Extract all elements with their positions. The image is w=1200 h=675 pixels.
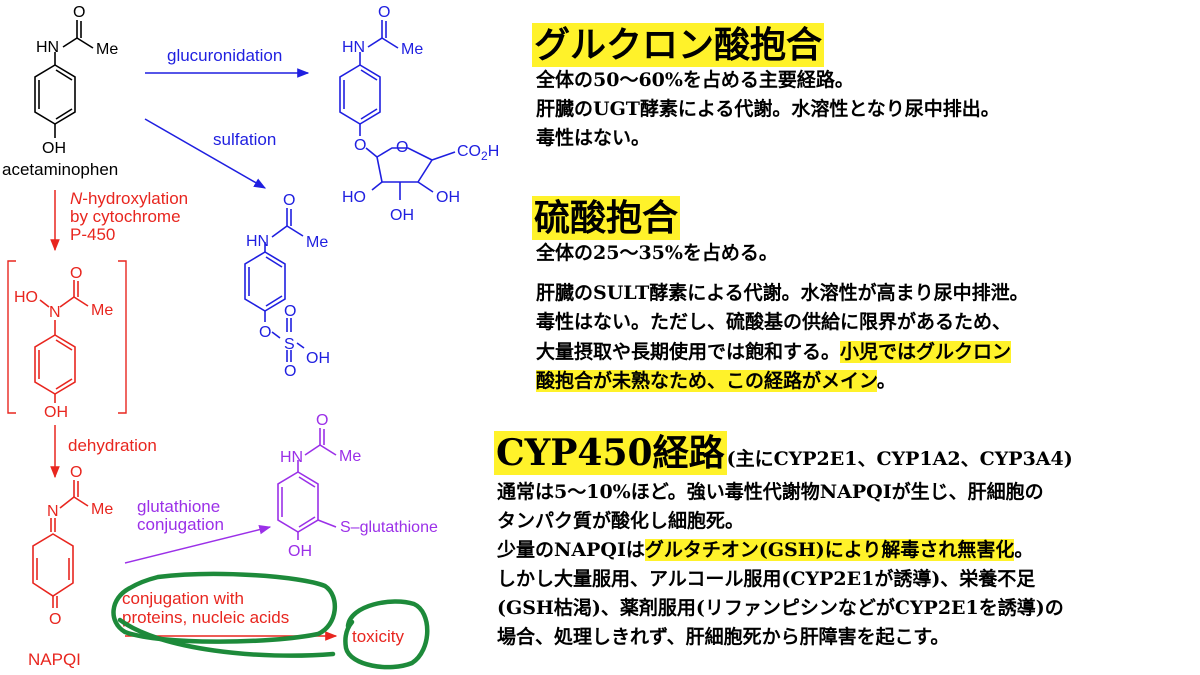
- dehydration-label: dehydration: [68, 436, 157, 455]
- gsh-conjugate-s: S–glutathione: [340, 519, 438, 536]
- sulfate-o-top: O: [283, 192, 295, 209]
- glutathione-arrow: [124, 524, 272, 564]
- glucuronide-o-ring: O: [396, 139, 408, 156]
- sulfation-heading: 硫酸抱合: [532, 196, 681, 240]
- sulfation-label: sulfation: [213, 130, 276, 149]
- cyp450-line-3: 少量のNAPQIはグルタチオン(GSH)により解毒され無害化。: [497, 539, 1034, 561]
- cyp450-highlight: グルタチオン(GSH)により解毒され無害化: [644, 539, 1015, 561]
- acetaminophen-hn: HN: [36, 39, 59, 56]
- napqi-o-bottom: O: [49, 611, 61, 628]
- cyp450-heading-row: CYP450経路(主にCYP2E1、CYP1A2、CYP3A4): [494, 431, 1073, 481]
- sulfate-oh: OH: [306, 350, 330, 367]
- acetaminophen-structure: [34, 20, 94, 138]
- intermediate-me: Me: [91, 302, 113, 319]
- sulfation-arrow: [144, 118, 267, 189]
- intermediate-ho: HO: [14, 289, 38, 306]
- gsh-conjugate-oh: OH: [288, 543, 312, 560]
- napqi-o-top: O: [70, 464, 82, 481]
- toxicity-label: toxicity: [352, 627, 404, 646]
- n-hydroxy-intermediate: [34, 280, 89, 403]
- green-annotation-circles: [111, 571, 430, 670]
- sulfate-o-s1: O: [284, 303, 296, 320]
- gsh-conjugate-o: O: [316, 412, 328, 429]
- acetaminophen-o: O: [73, 4, 85, 21]
- acetaminophen-me: Me: [96, 41, 118, 58]
- napqi-n: N: [47, 503, 59, 520]
- glucuronidation-line-1: 全体の50〜60%を占める主要経路。: [536, 69, 854, 91]
- gsh-conjugate-structure: [277, 428, 337, 540]
- cyp450-heading-sub: (主にCYP2E1、CYP1A2、CYP3A4): [726, 448, 1073, 470]
- glucuronidation-label: glucuronidation: [167, 46, 282, 65]
- glucuronidation-heading: グルクロン酸抱合: [532, 23, 825, 67]
- sulfate-o-link: O: [259, 324, 271, 341]
- sulfation-highlight-2: 酸抱合が未熟なため、この経路がメイン: [536, 370, 877, 392]
- acetaminophen-label: acetaminophen: [2, 160, 118, 179]
- cyp450-line-2: タンパク質が酸化し細胞死。: [497, 510, 745, 532]
- glucuronidation-line-3: 毒性はない。: [536, 127, 651, 149]
- glucuronide-structure: [339, 20, 456, 200]
- gsh-conjugate-me: Me: [339, 448, 361, 465]
- acetaminophen-oh: OH: [42, 140, 66, 157]
- sulfate-structure: [244, 208, 305, 362]
- sulfate-s: S: [284, 336, 295, 353]
- sulfation-line-2: 肝臓のSULT酵素による代謝。水溶性が高まり尿中排泄。: [536, 282, 1029, 304]
- cyp450-line-1: 通常は5〜10%ほど。強い毒性代謝物NAPQIが生じ、肝細胞の: [497, 481, 1044, 503]
- glucuronide-oh-right: OH: [436, 189, 460, 206]
- napqi-structure: [32, 480, 89, 608]
- intermediate-oh: OH: [44, 404, 68, 421]
- sulfation-line-4: 大量摂取や長期使用では飽和する。小児ではグルクロン: [536, 341, 1012, 363]
- sulfation-line-1: 全体の25〜35%を占める。: [536, 242, 778, 264]
- sulfation-line-5: 酸抱合が未熟なため、この経路がメイン。: [536, 370, 896, 392]
- cyp450-line-6: 場合、処理しきれず、肝細胞死から肝障害を起こす。: [497, 626, 950, 648]
- cyp450-heading: CYP450経路: [494, 431, 727, 475]
- sulfate-hn: HN: [246, 233, 269, 250]
- cyp450-line-5: (GSH枯渇)、薬剤服用(リファンピシンなどがCYP2E1を誘導)の: [497, 597, 1064, 619]
- intermediate-n: N: [49, 304, 61, 321]
- glucuronide-oh-bottom: OH: [390, 207, 414, 224]
- glucuronide-o-link: O: [354, 137, 366, 154]
- napqi-me: Me: [91, 501, 113, 518]
- sulfation-highlight-1: 小児ではグルクロン: [840, 341, 1012, 363]
- napqi-label: NAPQI: [28, 650, 81, 669]
- glucuronide-o-top: O: [378, 4, 390, 21]
- glucuronide-co2h: CO2H: [457, 143, 499, 163]
- glucuronide-me: Me: [401, 41, 423, 58]
- sulfate-me: Me: [306, 234, 328, 251]
- glucuronidation-line-2: 肝臓のUGT酵素による代謝。水溶性となり尿中排出。: [536, 98, 1000, 120]
- sulfation-line-3: 毒性はない。ただし、硫酸基の供給に限界があるため、: [536, 311, 1012, 333]
- glucuronide-ho: HO: [342, 189, 366, 206]
- gsh-conjugate-hn: HN: [280, 449, 303, 466]
- intermediate-o: O: [70, 265, 82, 282]
- sulfate-o-s2: O: [284, 363, 296, 380]
- glucuronide-hn: HN: [342, 39, 365, 56]
- cyp450-line-4: しかし大量服用、アルコール服用(CYP2E1が誘導)、栄養不足: [497, 568, 1036, 590]
- intermediate-brackets: [7, 260, 127, 414]
